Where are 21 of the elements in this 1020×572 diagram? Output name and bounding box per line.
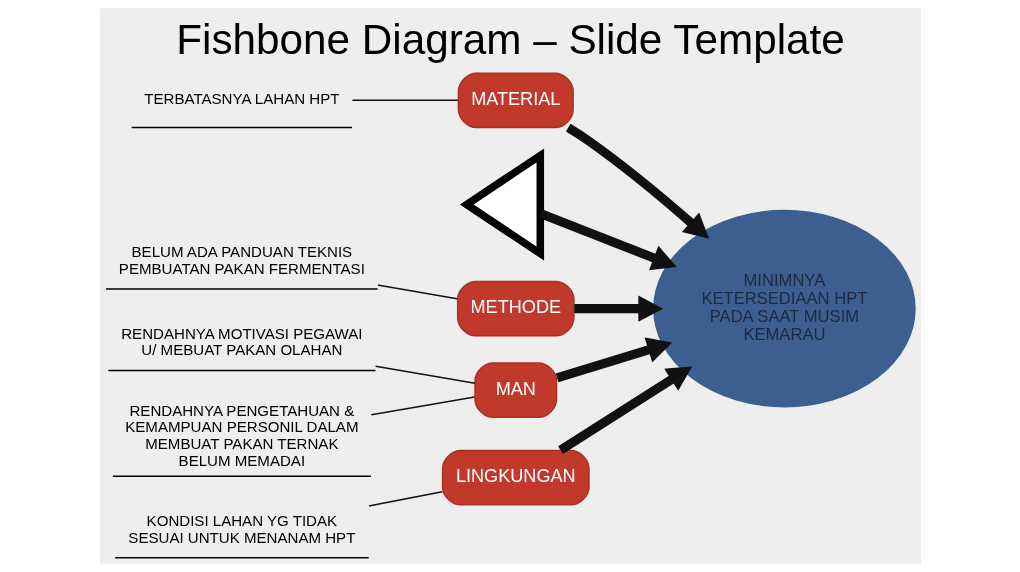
connector [376,284,458,300]
node-text: BELUM ADA PANDUAN TEKNIS PEMBUATAN PAKAN FERMENTASI [118,243,365,277]
node-text: TERBATASNYA LAHAN HPT [143,90,339,108]
node-box: MATERIAL [457,72,574,129]
arrow [573,295,663,322]
arrow [538,209,677,271]
arrow [555,337,672,383]
connector [351,99,459,102]
connector [367,490,443,507]
node-triangle [459,148,544,261]
diagram-title: Fishbone Diagram – Slide Template [175,16,845,64]
node-box: METHODE [456,280,575,337]
node-text: KONDISI LAHAN YG TIDAK SESUAI UNTUK MENANAM HPT [127,511,355,546]
connector [370,396,475,416]
arrow [557,366,692,454]
arrow [565,123,709,239]
node-text: RENDAHNYA PENGETAHUAN & KEMAMPUAN PERSONIL DALAM MEMBUAT PAKAN TERNAK BELUM MEMADAI [124,401,358,469]
node-box: MAN [473,362,557,419]
node-text: RENDAHNYA MOTIVASI PEGAWAI U/ MEBUAT PAKAN OLAHAN [120,324,363,359]
connector [374,365,476,385]
node-box: LINGKUNGAN [441,449,590,506]
